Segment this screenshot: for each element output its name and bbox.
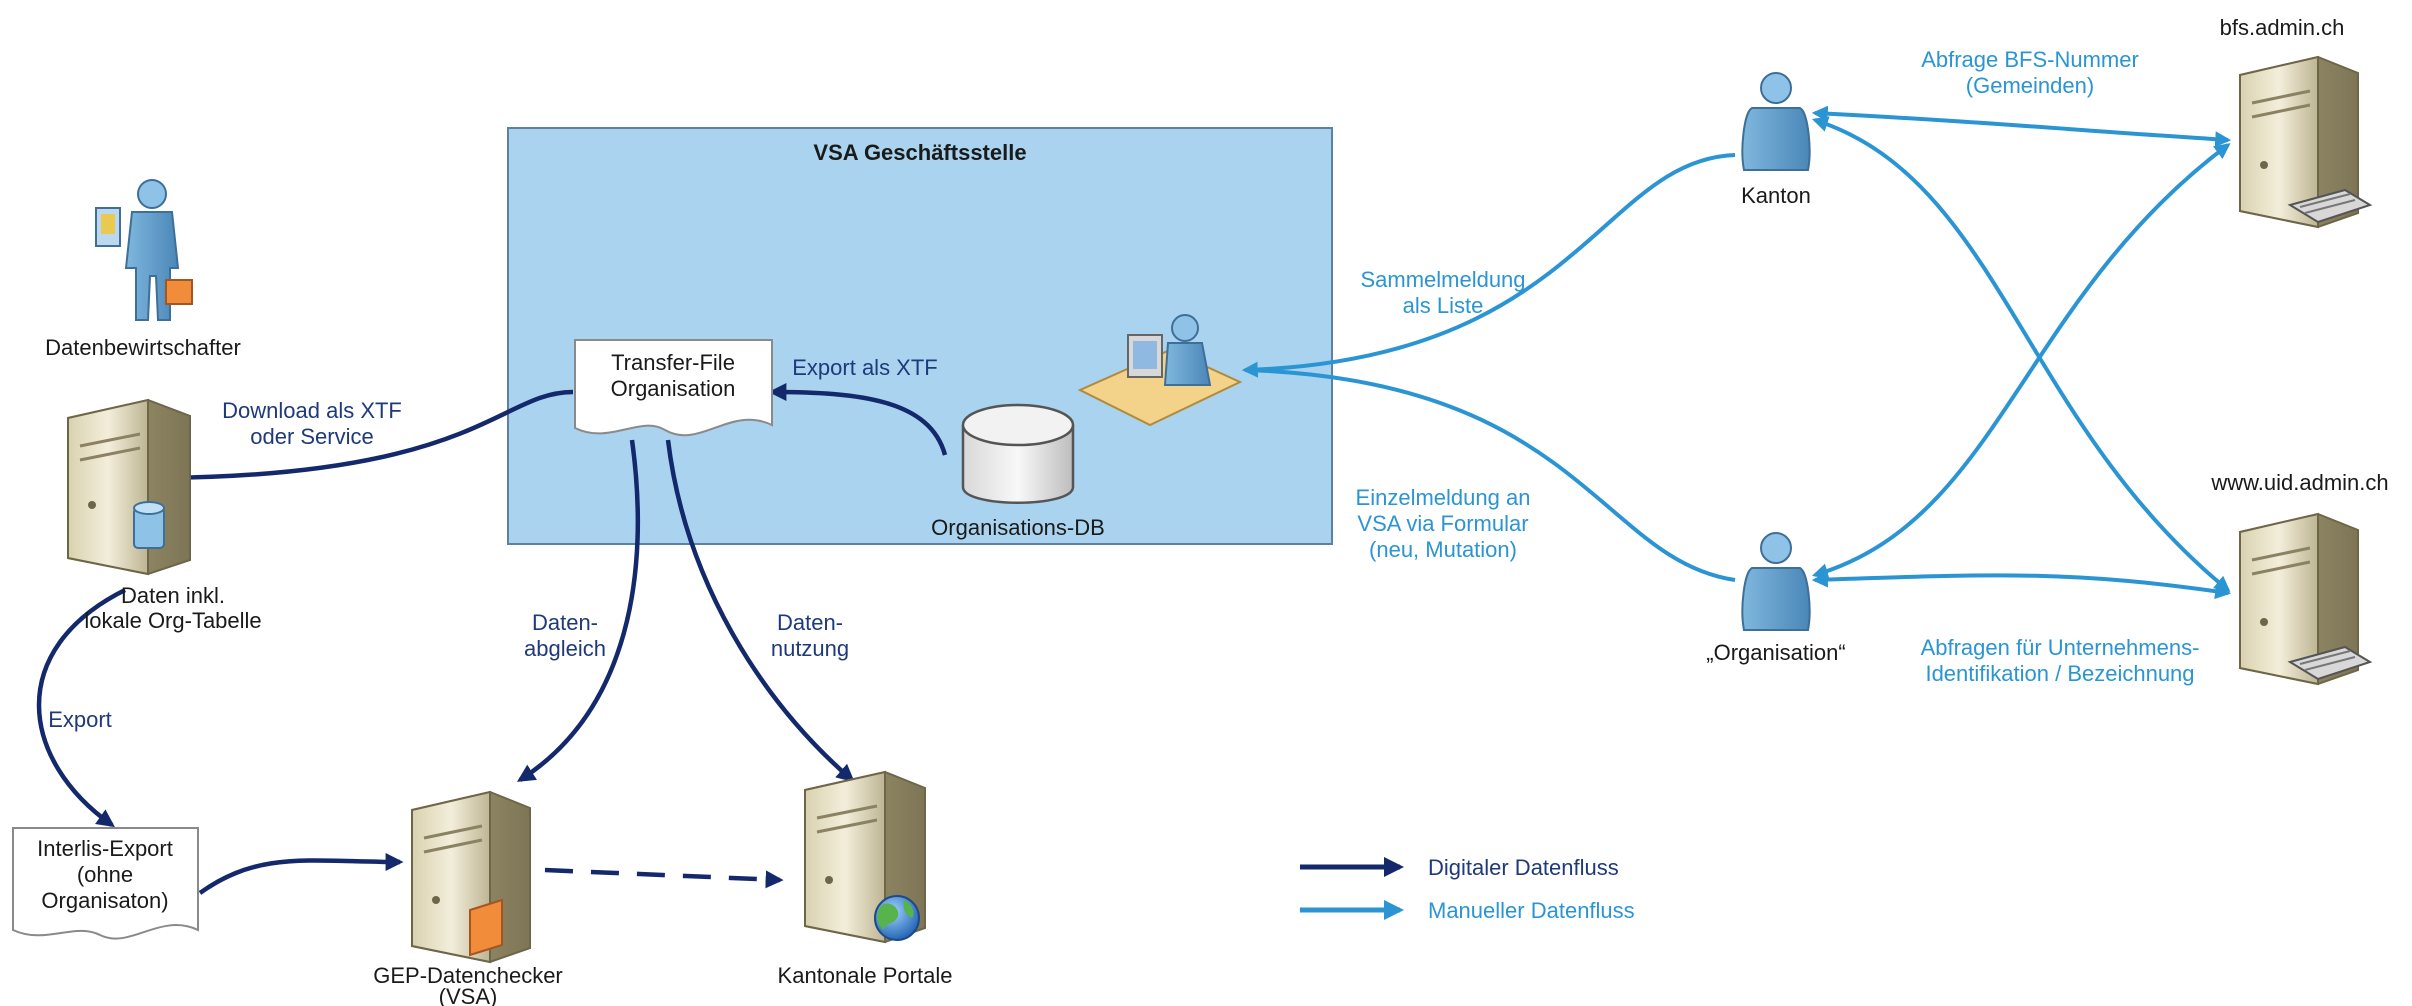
vsa-office-title: VSA Geschäftsstelle <box>813 140 1026 165</box>
flow-download <box>158 389 574 487</box>
einzelmeldung-label-1: Einzelmeldung an <box>1356 485 1531 510</box>
interlis-export-document-icon <box>12 827 199 940</box>
datenabgleich-label-2: abgleich <box>524 636 606 661</box>
uid-server-icon <box>2239 512 2373 686</box>
organisation-label: „Organisation“ <box>1706 640 1845 665</box>
bfs-server-label: bfs.admin.ch <box>2220 15 2345 40</box>
gep-datenchecker-server-icon <box>411 790 531 964</box>
kantonale-portale-label: Kantonale Portale <box>778 963 953 988</box>
download-label-1: Download als XTF <box>222 398 402 423</box>
flow-org-uid <box>1811 571 2232 600</box>
export-xtf-label: Export als XTF <box>792 355 937 380</box>
flow-kanton-uid <box>1811 116 2231 593</box>
interlis-export-label-1: Interlis-Export <box>37 836 173 861</box>
local-data-label-1: Daten inkl. <box>121 583 225 608</box>
local-data-server-icon <box>67 398 191 576</box>
datenbewirtschafter-icon <box>95 179 193 321</box>
bfs-server-icon <box>2239 55 2373 229</box>
organisations-db-icon <box>961 403 1075 504</box>
flow-einzelmeldung <box>1244 368 1736 582</box>
datennutzung-label-2: nutzung <box>771 636 849 661</box>
abfragen-uid-label-2: Identifikation / Bezeichnung <box>1925 661 2194 686</box>
download-label-2: oder Service <box>250 424 374 449</box>
abfrage-bfs-label-1: Abfrage BFS-Nummer <box>1921 47 2139 72</box>
local-data-label-2: lokale Org-Tabelle <box>84 608 261 633</box>
datennutzung-label-1: Daten- <box>777 610 843 635</box>
kanton-person-icon <box>1741 72 1811 171</box>
datenabgleich-label-1: Daten- <box>532 610 598 635</box>
flow-datennutzung <box>665 439 855 783</box>
flow-kanton-bfs <box>1811 105 2232 148</box>
flow-checker-to-portale <box>544 867 784 889</box>
globe-icon <box>874 895 920 941</box>
interlis-export-label-2: (ohne <box>77 862 133 887</box>
flow-interlis-to-checker <box>198 852 404 895</box>
transfer-file-document-icon <box>574 339 773 437</box>
organisation-person-icon <box>1741 532 1811 631</box>
uid-server-label: www.uid.admin.ch <box>2210 470 2388 495</box>
interlis-export-label-3: Organisaton) <box>41 888 168 913</box>
einzelmeldung-label-3: (neu, Mutation) <box>1369 537 1517 562</box>
abfragen-uid-label-1: Abfragen für Unternehmens- <box>1921 635 2200 660</box>
flow-export <box>36 587 127 828</box>
legend: Digitaler Datenfluss Manueller Datenflus… <box>1300 855 1635 923</box>
gep-datenchecker-label-1: GEP-Datenchecker <box>373 963 563 988</box>
transfer-file-label-2: Organisation <box>611 376 736 401</box>
gep-datenchecker-label-2: (VSA) <box>439 984 498 1006</box>
vsa-office-box <box>507 127 1333 545</box>
export-label: Export <box>48 707 112 732</box>
einzelmeldung-label-2: VSA via Formular <box>1357 511 1528 536</box>
transfer-file-label-1: Transfer-File <box>611 350 735 375</box>
organisations-db-label: Organisations-DB <box>931 515 1105 540</box>
legend-digital-label: Digitaler Datenfluss <box>1428 855 1619 880</box>
kanton-label: Kanton <box>1741 183 1811 208</box>
abfrage-bfs-label-2: (Gemeinden) <box>1966 73 2094 98</box>
sammelmeldung-label-1: Sammelmeldung <box>1360 267 1525 292</box>
sammelmeldung-label-2: als Liste <box>1403 293 1484 318</box>
legend-manual-label: Manueller Datenfluss <box>1428 898 1635 923</box>
flow-sammelmeldung <box>1241 153 1736 378</box>
flow-org-bfs <box>1811 143 2231 580</box>
vsa-desk-worker-icon <box>1077 314 1243 427</box>
flow-export-xtf <box>768 383 948 456</box>
datenbewirtschafter-label: Datenbewirtschafter <box>45 335 241 360</box>
flow-datenabgleich <box>516 439 641 782</box>
